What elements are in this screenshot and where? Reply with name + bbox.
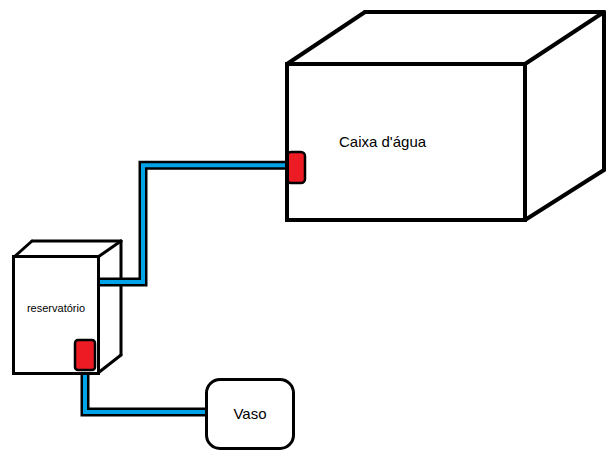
pipe-wall [85,375,205,412]
pipe-water [100,165,285,282]
node-label: Vaso [233,405,266,422]
node-label: Caixa d'água [339,133,426,150]
reservoir-box: reservatório [12,255,100,375]
tank-edge [602,12,606,170]
valve [287,152,305,183]
water-pipe [85,375,205,412]
tank-edge [365,10,604,14]
water-pipe [100,165,285,282]
pipe-water [85,375,205,412]
reservoir-edge [98,241,121,257]
tank-edge [287,12,365,64]
pipe-wall [100,165,285,282]
water-tank: Caixa d'água [285,62,527,222]
reservoir-edge [98,355,121,373]
tank-edge [525,170,604,220]
reservoir-back-edges [14,241,121,373]
node-label: reservatório [27,302,85,315]
tank-edge [525,12,604,64]
toilet-box: Vaso [205,378,295,450]
valve [75,340,95,370]
reservoir-edge [120,241,123,355]
reservoir-edge [32,240,121,243]
tank-back-edges [287,12,604,220]
